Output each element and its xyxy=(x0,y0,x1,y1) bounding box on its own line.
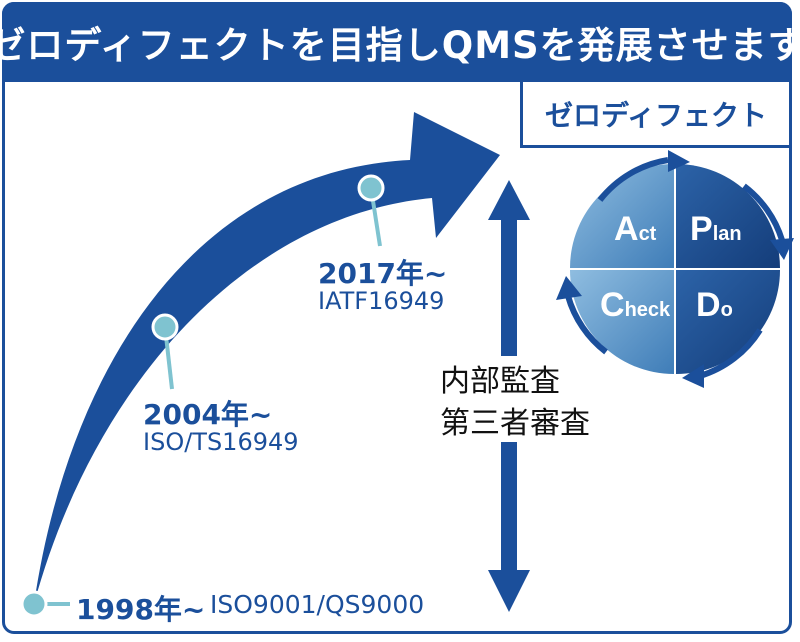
pdca-quadrant-check xyxy=(570,270,674,374)
milestone-marker-2017 xyxy=(357,174,385,247)
pdca-quadrant-do xyxy=(676,270,780,374)
milestone-year-1998: 1998年~ xyxy=(76,593,206,626)
zero-defect-label: ゼロディフェクト xyxy=(544,98,768,132)
pdca-quadrant-act xyxy=(570,164,674,268)
milestone-marker-1998 xyxy=(20,590,70,618)
milestone-year-2004: 2004年~ xyxy=(143,398,273,431)
growth-arrow xyxy=(34,112,500,604)
pdca-label-act: Act xyxy=(614,210,657,248)
milestone-standard-1998: ISO9001/QS9000 xyxy=(210,590,425,619)
pdca-label-do: Do xyxy=(696,286,733,324)
title-bar: ゼロディフェクトを目指しQMSを発展させます xyxy=(0,2,800,82)
page-title: ゼロディフェクトを目指しQMSを発展させます xyxy=(0,24,800,67)
milestone-year-2017: 2017年~ xyxy=(318,257,448,290)
pdca-label-check: Check xyxy=(600,286,671,324)
milestone-standard-2004: ISO/TS16949 xyxy=(143,428,299,456)
milestone-standard-2017: IATF16949 xyxy=(318,287,445,315)
zero-defect-box: ゼロディフェクト xyxy=(520,82,792,148)
pdca-cycle: Act Plan Check Do xyxy=(556,150,794,388)
audit-label-third-party: 第三者審査 xyxy=(440,398,590,442)
milestone-marker-2004 xyxy=(151,313,179,390)
pdca-quadrant-plan xyxy=(676,164,780,268)
audit-label-internal: 内部監査 xyxy=(440,356,560,400)
pdca-label-plan: Plan xyxy=(690,210,742,248)
